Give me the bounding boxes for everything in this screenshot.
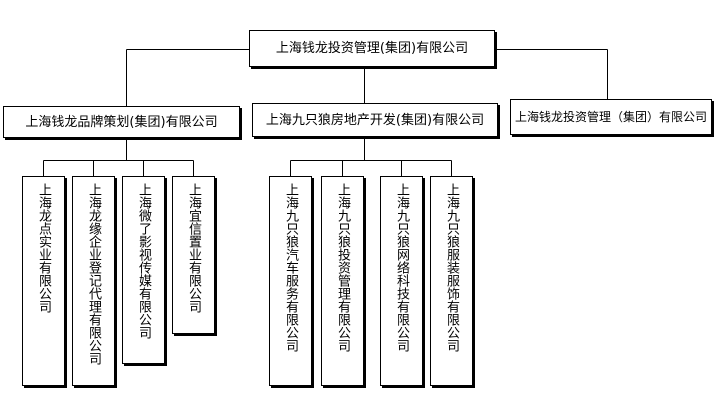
- subsidiary-node-1-1-label: 上海龙点实业有限公司: [36, 183, 51, 313]
- subsidiary-node-2-2-label: 上海九只狼投资管理有限公司: [335, 183, 350, 352]
- subsidiary-node-2-1: 上海九只狼汽车服务有限公司: [269, 176, 312, 386]
- branch-node-1: 上海钱龙品牌策划(集团)有限公司: [3, 106, 240, 138]
- branch-node-3: 上海钱龙投资管理（集团）有限公司: [510, 99, 712, 135]
- subsidiary-node-1-2-label: 上海龙缘企业登记代理有限公司: [86, 183, 101, 365]
- branch-node-2-label: 上海九只狼房地产开发(集团)有限公司: [265, 112, 485, 128]
- subsidiary-node-2-1-label: 上海九只狼汽车服务有限公司: [283, 183, 298, 352]
- subsidiary-node-1-4: 上海宜信置业有限公司: [172, 176, 215, 334]
- subsidiary-node-1-3: 上海微了影视传媒有限公司: [122, 176, 165, 364]
- subsidiary-node-1-1: 上海龙点实业有限公司: [22, 176, 65, 386]
- root-node: 上海钱龙投资管理(集团)有限公司: [249, 30, 495, 67]
- subsidiary-node-2-3-label: 上海九只狼网络科技有限公司: [394, 183, 409, 352]
- subsidiary-node-1-2: 上海龙缘企业登记代理有限公司: [72, 176, 115, 386]
- root-node-label: 上海钱龙投资管理(集团)有限公司: [275, 41, 469, 56]
- subsidiary-node-1-4-label: 上海宜信置业有限公司: [186, 183, 201, 313]
- branch-node-3-label: 上海钱龙投资管理（集团）有限公司: [514, 110, 707, 124]
- subsidiary-node-2-4-label: 上海九只狼服装服饰有限公司: [444, 183, 459, 352]
- branch-node-2: 上海九只狼房地产开发(集团)有限公司: [252, 103, 498, 137]
- branch-node-1-label: 上海钱龙品牌策划(集团)有限公司: [25, 114, 218, 130]
- subsidiary-node-1-3-label: 上海微了影视传媒有限公司: [136, 183, 151, 339]
- subsidiary-node-2-2: 上海九只狼投资管理有限公司: [321, 176, 364, 386]
- subsidiary-node-2-3: 上海九只狼网络科技有限公司: [380, 176, 423, 386]
- subsidiary-node-2-4: 上海九只狼服装服饰有限公司: [430, 176, 473, 386]
